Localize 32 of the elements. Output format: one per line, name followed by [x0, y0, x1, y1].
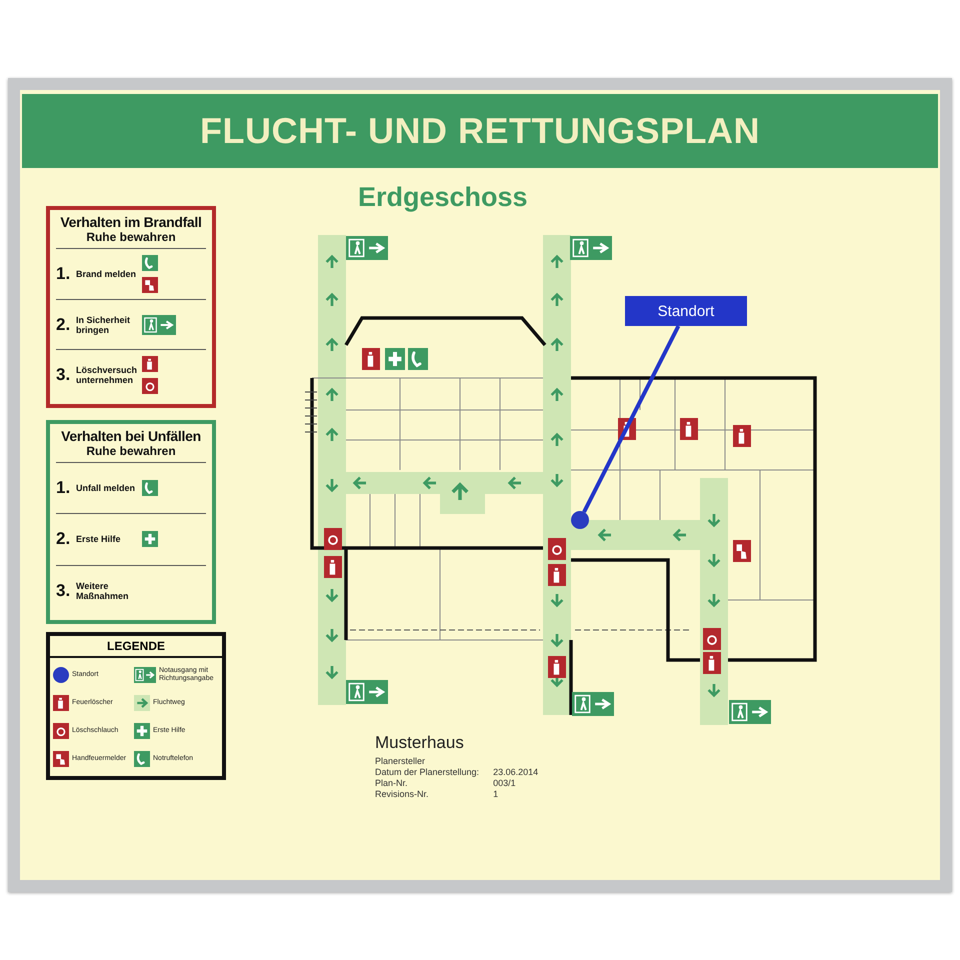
step-text: Erste Hilfe [76, 534, 122, 544]
step-text: Weitere Maßnahmen [76, 580, 130, 601]
step-number: 3. [56, 580, 72, 601]
panel-subheading: Ruhe bewahren [85, 230, 177, 244]
leader-line [582, 325, 680, 513]
floor-heading: Erdgeschoss [358, 182, 528, 213]
info-text: Plan-Nr. [375, 778, 409, 788]
info-text: Planersteller [375, 756, 426, 766]
panel-heading: Verhalten bei Unfällen [60, 428, 202, 444]
legend-heading: LEGENDE [50, 636, 222, 658]
step-number: 1. [56, 478, 72, 498]
step-number: 1. [56, 264, 72, 284]
panel-subheading: Ruhe bewahren [85, 444, 177, 458]
step-number: 3. [56, 365, 72, 386]
step-text: In Sicherheit bringen [76, 314, 132, 334]
step-number: 2. [56, 529, 72, 550]
instruction-panel [46, 420, 216, 624]
info-value: 23.06.2014 [493, 767, 538, 777]
step-text: Löschversuch unternehmen [76, 365, 138, 386]
step-text: Brand melden [76, 268, 138, 279]
location-dot [571, 511, 589, 529]
step-text: Unfall melden [76, 483, 136, 494]
info-value: 1 [493, 789, 500, 799]
info-text: Revisions-Nr. [375, 789, 430, 799]
info-value: 003/1 [493, 778, 517, 788]
info-text: Datum der Planerstellung: [375, 767, 480, 777]
instruction-panel [46, 206, 216, 408]
building-name: Musterhaus [375, 733, 465, 753]
panel-heading: Verhalten im Brandfall [59, 214, 203, 230]
plan-title: FLUCHT- UND RETTUNGSPLAN [200, 110, 760, 152]
location-callout: Standort [625, 296, 747, 326]
step-number: 2. [56, 314, 72, 334]
